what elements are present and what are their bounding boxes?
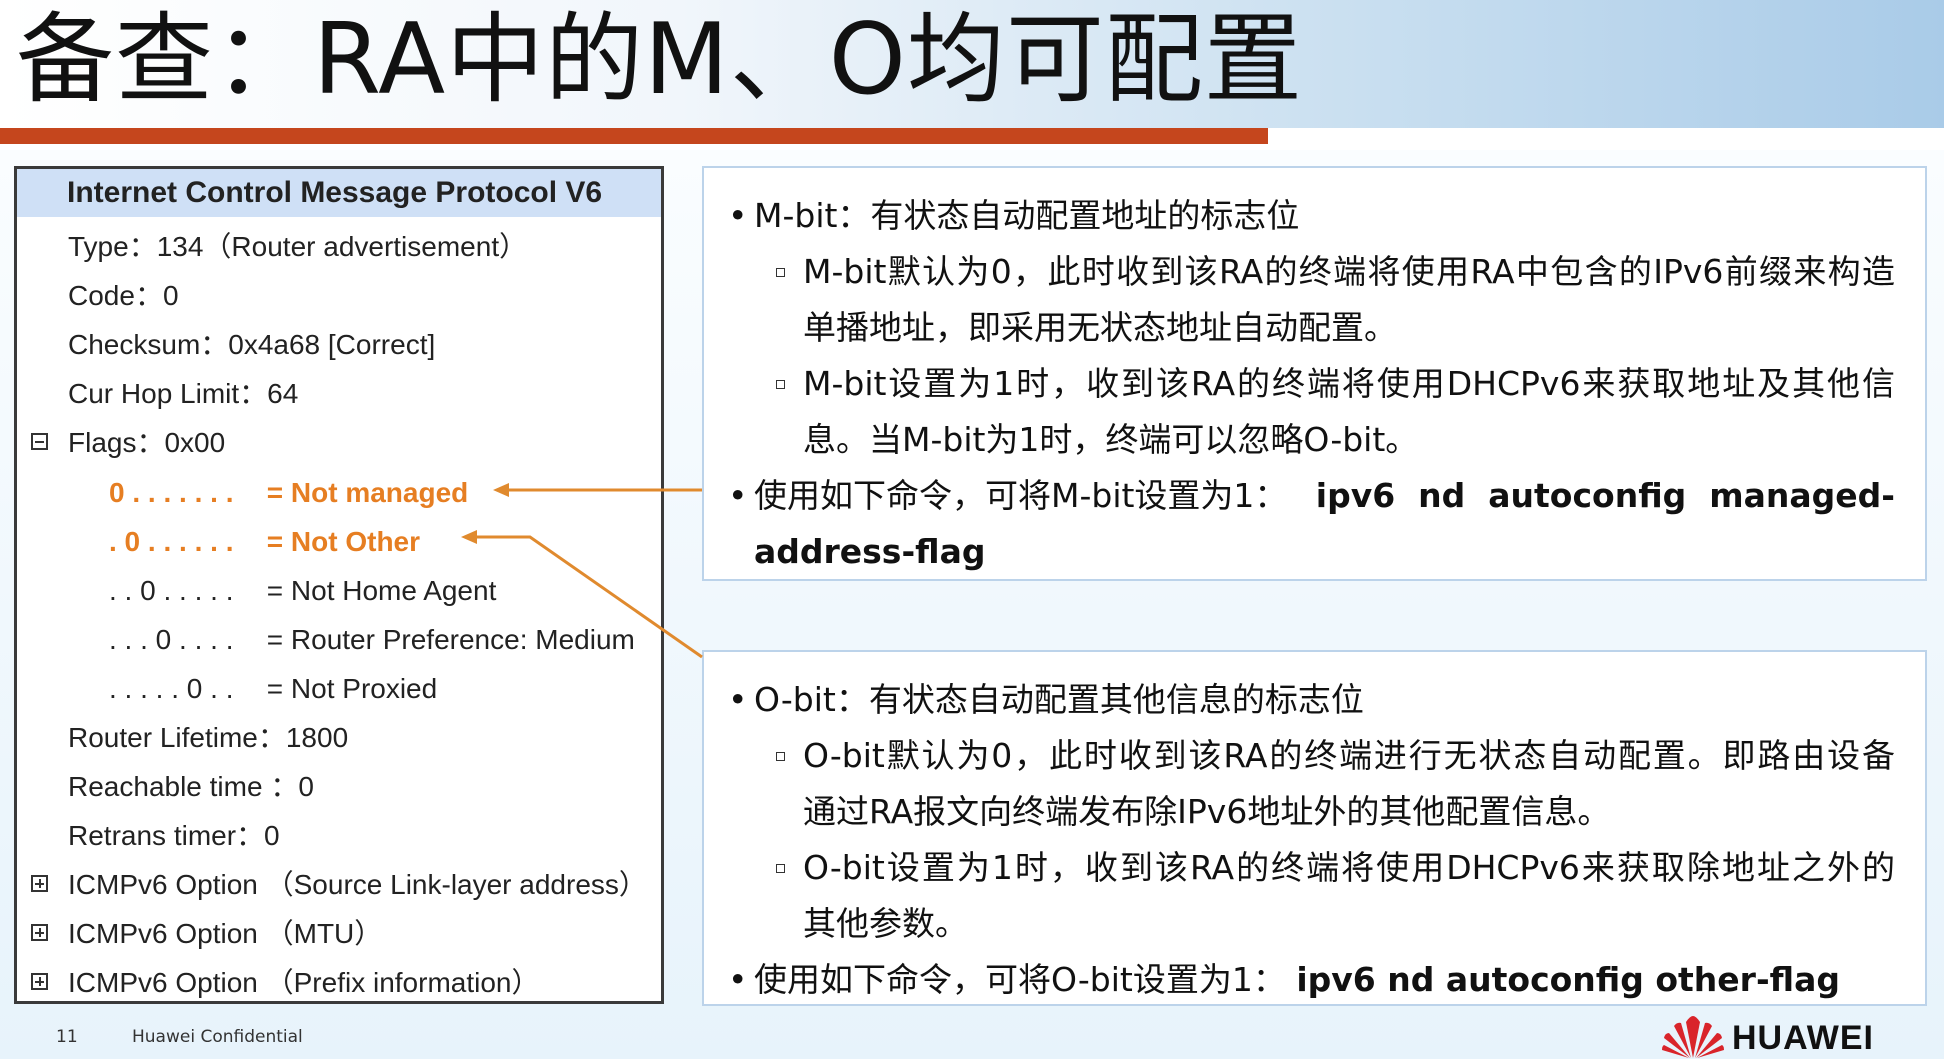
m-bit-default-item: M-bit默认为0，此时收到该RA的终端将使用RA中包含的IPv6前缀来构造 单… bbox=[724, 244, 1895, 356]
huawei-petal-icon bbox=[1662, 1016, 1724, 1058]
field-code: Code：0 bbox=[68, 280, 179, 311]
m-bit-command-text: ipv6 nd autoconfig managed- bbox=[1315, 476, 1895, 515]
flag-label: = Not Home Agent bbox=[266, 575, 497, 606]
o-bit-command-text: ipv6 nd autoconfig other-flag bbox=[1296, 960, 1841, 999]
field-checksum: Checksum：0x4a68 [Correct] bbox=[68, 329, 436, 360]
expand-icon[interactable] bbox=[31, 875, 48, 892]
page-title: 备查：RA中的M、O均可配置 bbox=[16, 3, 1303, 117]
square-bullet-icon bbox=[776, 380, 785, 389]
field-router-lifetime: Router Lifetime：1800 bbox=[68, 722, 349, 753]
flag-router-preference-row: . . . 0 . . . . = Router Preference: Med… bbox=[17, 620, 635, 660]
square-bullet-icon bbox=[776, 268, 785, 277]
flag-bits: 0 . . . . . . . bbox=[109, 477, 234, 508]
page-number: 11 bbox=[56, 1027, 78, 1047]
brand-name: HUAWEI bbox=[1732, 1019, 1874, 1057]
m-bit-command: • 使用如下命令，可将M-bit设置为1： ipv6 nd autoconfig… bbox=[724, 468, 1895, 580]
flag-other-row: . 0 . . . . . . = Not Other bbox=[17, 522, 420, 562]
flag-label: = Not Other bbox=[266, 526, 421, 557]
bullet-icon: • bbox=[728, 196, 748, 235]
flag-home-agent-row: . . 0 . . . . . = Not Home Agent bbox=[17, 571, 496, 611]
o-bit-command: • 使用如下命令，可将O-bit设置为1： ipv6 nd autoconfig… bbox=[724, 952, 1895, 1008]
option-mtu[interactable]: ICMPv6 Option （MTU） bbox=[17, 914, 382, 954]
other-arrow-head bbox=[461, 530, 477, 544]
field-hop-limit: Cur Hop Limit：64 bbox=[68, 378, 299, 409]
bullet-icon: • bbox=[728, 680, 748, 719]
flag-proxied-row: . . . . . 0 . . = Not Proxied bbox=[17, 669, 437, 709]
title-bar bbox=[0, 0, 1944, 128]
icmpv6-packet-panel: Internet Control Message Protocol V6 Typ… bbox=[14, 166, 664, 1004]
square-bullet-icon bbox=[776, 864, 785, 873]
flag-bits: . . . 0 . . . . bbox=[109, 624, 234, 655]
flag-bits: . . 0 . . . . . bbox=[109, 575, 234, 606]
flag-label: = Not managed bbox=[266, 477, 469, 508]
flag-label: = Not Proxied bbox=[266, 673, 438, 704]
managed-arrow-head bbox=[493, 483, 509, 497]
o-bit-title: • O-bit：有状态自动配置其他信息的标志位 bbox=[724, 672, 1895, 728]
field-type: Type：134（Router advertisement） bbox=[68, 231, 528, 262]
field-flags[interactable]: Flags：0x00 bbox=[17, 423, 225, 463]
flag-managed-row: 0 . . . . . . . = Not managed bbox=[17, 473, 468, 513]
bullet-icon: • bbox=[728, 476, 748, 515]
o-bit-set-item: O-bit设置为1时，收到该RA的终端将使用DHCPv6来获取除地址之外的 其他… bbox=[724, 840, 1895, 952]
field-reachable-time: Reachable time ：0 bbox=[68, 771, 314, 802]
option-label: ICMPv6 Option （MTU） bbox=[68, 918, 383, 949]
flag-bits: . 0 . . . . . . bbox=[109, 526, 234, 557]
title-accent-bar bbox=[0, 128, 1268, 144]
option-prefix-information[interactable]: ICMPv6 Option （Prefix information） bbox=[17, 963, 540, 1003]
m-bit-set-item: M-bit设置为1时，收到该RA的终端将使用DHCPv6来获取地址及其他信 息。… bbox=[724, 356, 1895, 468]
packet-heading: Internet Control Message Protocol V6 bbox=[17, 169, 661, 217]
confidential-label: Huawei Confidential bbox=[132, 1027, 303, 1047]
flag-bits: . . . . . 0 . . bbox=[109, 673, 234, 704]
bullet-icon: • bbox=[728, 960, 748, 999]
o-bit-default-item: O-bit默认为0，此时收到该RA的终端进行无状态自动配置。即路由设备 通过RA… bbox=[724, 728, 1895, 840]
expand-icon[interactable] bbox=[31, 973, 48, 990]
m-bit-title: • M-bit：有状态自动配置地址的标志位 bbox=[724, 188, 1895, 244]
square-bullet-icon bbox=[776, 752, 785, 761]
m-bit-description-box: • M-bit：有状态自动配置地址的标志位 M-bit默认为0，此时收到该RA的… bbox=[702, 166, 1927, 581]
huawei-logo: HUAWEI bbox=[1660, 1014, 1930, 1059]
field-retrans-timer: Retrans timer：0 bbox=[68, 820, 280, 851]
other-arrow-line bbox=[473, 535, 703, 659]
option-source-link-layer[interactable]: ICMPv6 Option （Source Link-layer address… bbox=[17, 865, 647, 905]
option-label: ICMPv6 Option （Source Link-layer address… bbox=[68, 869, 647, 900]
flags-label: Flags：0x00 bbox=[68, 427, 226, 458]
expand-icon[interactable] bbox=[31, 924, 48, 941]
option-label: ICMPv6 Option （Prefix information） bbox=[68, 967, 540, 998]
o-bit-description-box: • O-bit：有状态自动配置其他信息的标志位 O-bit默认为0，此时收到该R… bbox=[702, 650, 1927, 1006]
flag-label: = Router Preference: Medium bbox=[266, 624, 635, 655]
collapse-icon[interactable] bbox=[31, 433, 48, 450]
